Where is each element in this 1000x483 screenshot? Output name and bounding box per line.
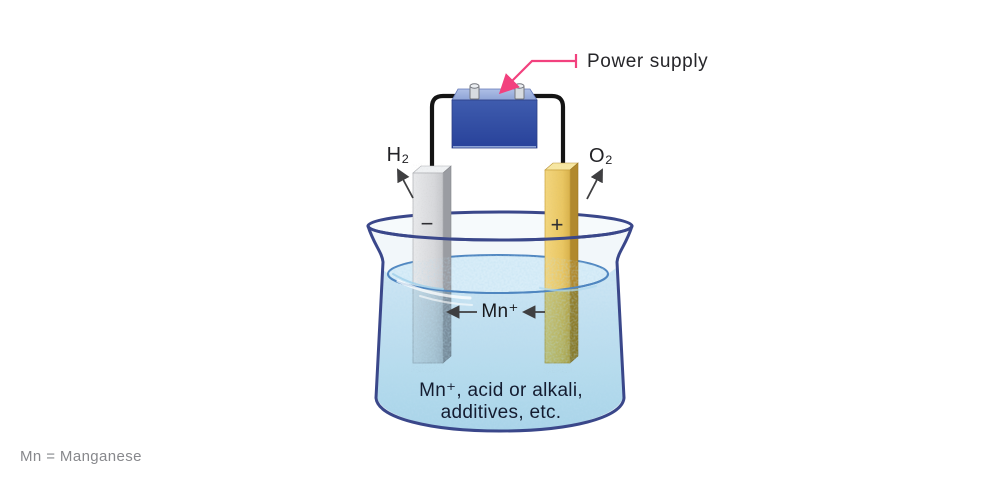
h2-label: H₂ [387,144,410,166]
leader-line [498,59,576,95]
solution-desc-line2: additives, etc. [441,402,562,423]
wire-anode [527,93,566,174]
h2-arrow [397,168,414,199]
o2-arrow [586,168,603,200]
terminal-cap [469,83,480,89]
wire-cathode [429,93,463,177]
ion-label: Mn⁺ [481,301,518,322]
wave-highlight [396,279,472,300]
power-supply-leader [498,54,578,95]
liquid [377,255,623,430]
wires [429,93,566,177]
o2-label: O₂ [589,145,613,167]
terminal-cap [514,83,525,89]
solution-desc-line1: Mn⁺, acid or alkali, [419,380,583,401]
wave-highlight [392,273,444,290]
footnote: Mn = Manganese [20,448,142,465]
beaker-rim-front-arc [366,224,634,242]
battery-terminal-right [514,83,525,100]
beaker-wall-outline [366,224,634,433]
wave-highlight [539,285,597,292]
power-supply-label: Power supply [587,51,708,72]
battery-front-face [451,99,538,149]
wave-highlight [419,295,473,306]
battery-terminal-left [469,83,480,100]
power-supply-battery [451,83,538,149]
beaker-outline [366,224,634,433]
anode-sign: + [551,212,564,237]
cathode-sign: − [421,211,434,236]
